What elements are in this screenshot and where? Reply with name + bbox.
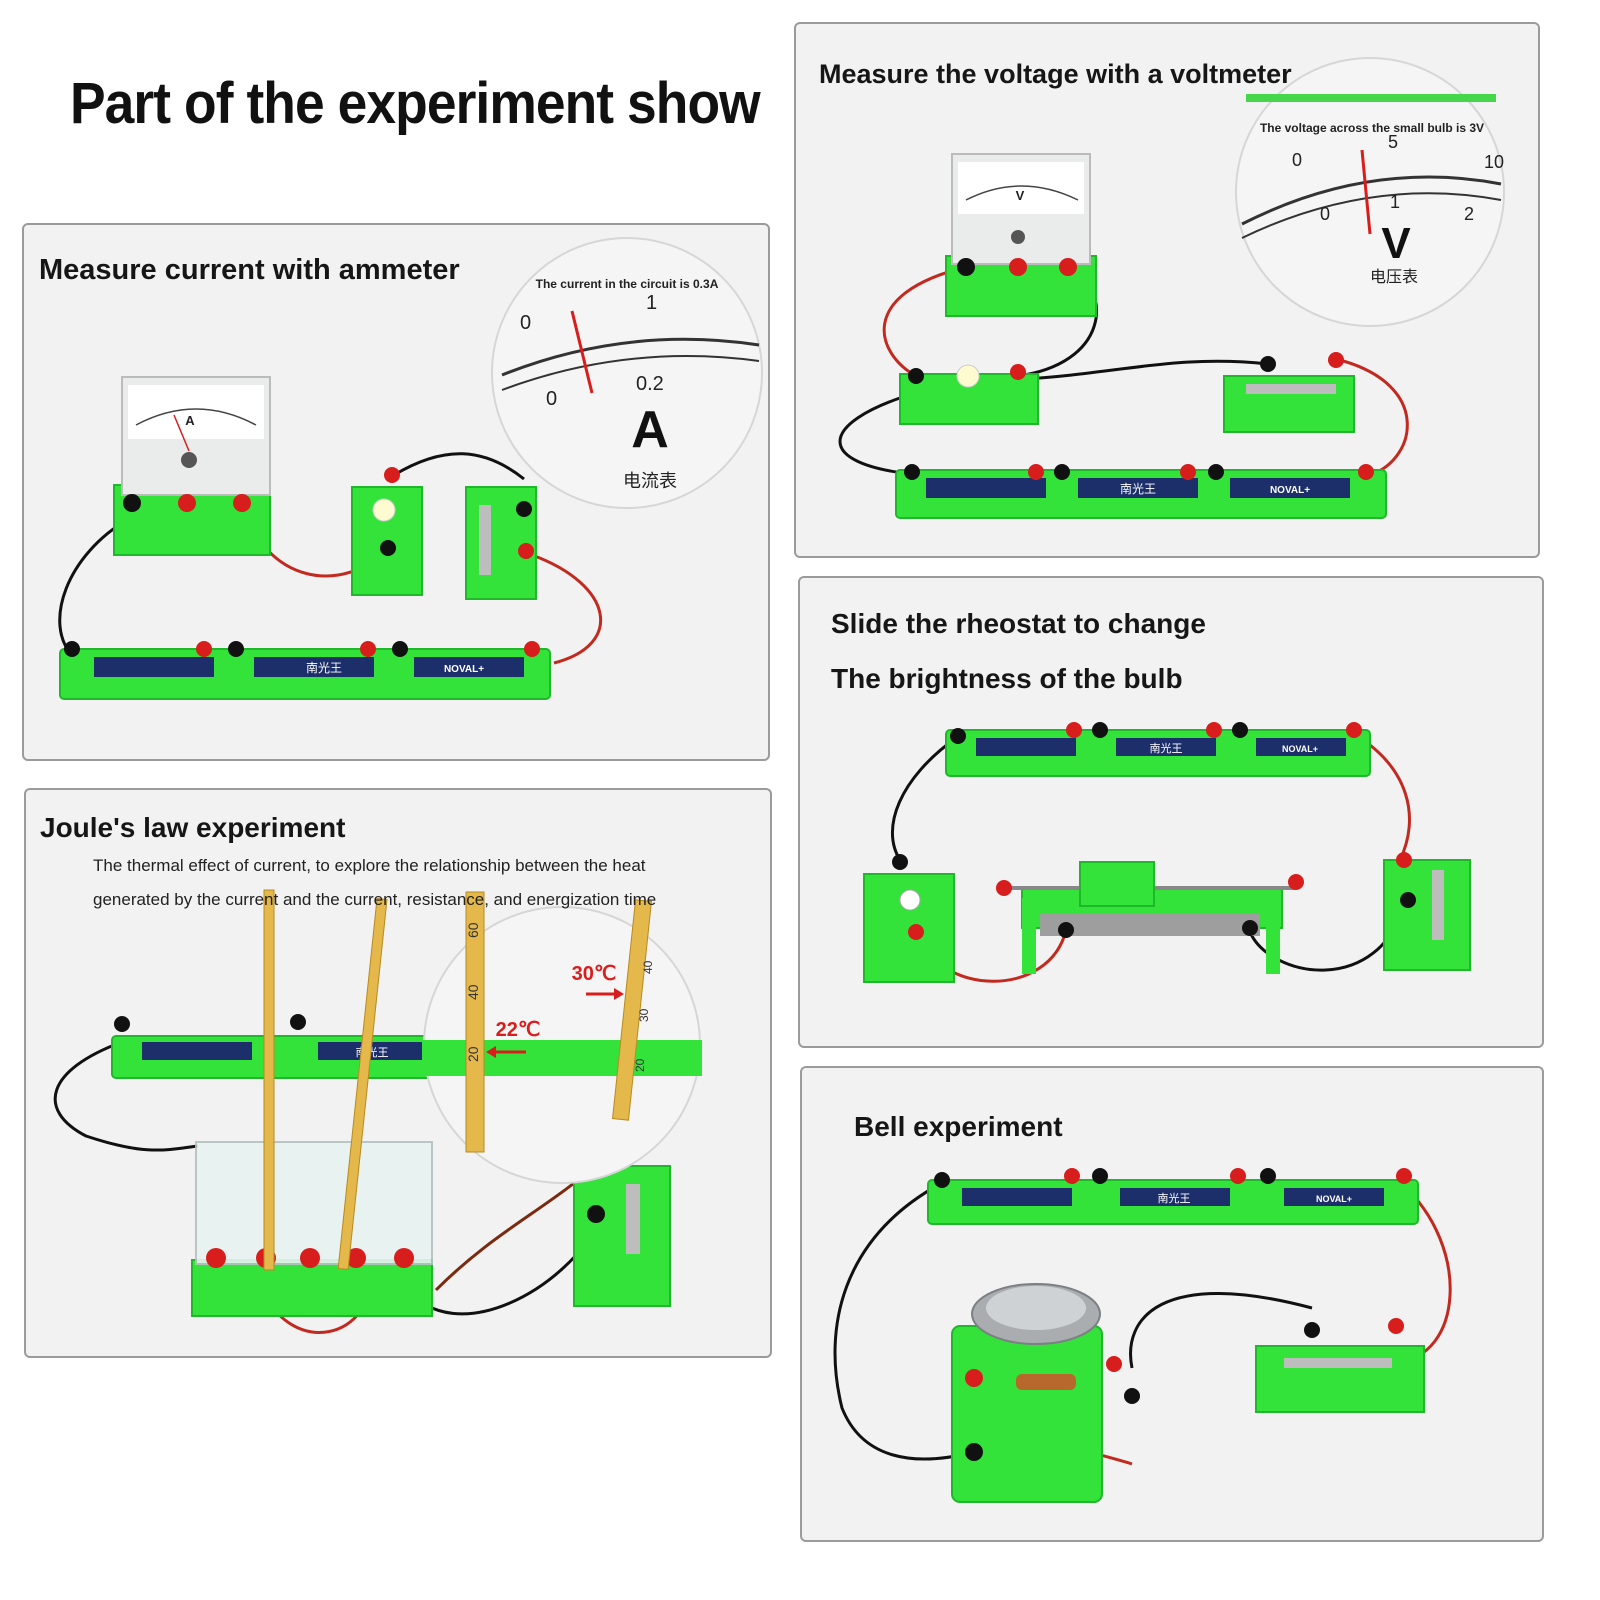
svg-text:40: 40 (465, 984, 481, 1000)
svg-text:1: 1 (1390, 192, 1400, 212)
black-wire (838, 392, 913, 476)
thermometer-right (337, 897, 388, 1271)
page-headline: Part of the experiment show (70, 71, 761, 136)
svg-text:南光王: 南光王 (306, 660, 342, 675)
switch-board (465, 486, 537, 600)
black-wire (1129, 1292, 1313, 1369)
red-wire (882, 265, 967, 378)
svg-text:20: 20 (465, 1046, 481, 1062)
black-wire (393, 452, 525, 481)
voltmeter-panel: V 南光王 NOVAL+ (794, 22, 1540, 558)
thermometer-left (263, 889, 275, 1271)
black-wire (58, 515, 133, 657)
svg-text:10: 10 (1484, 152, 1504, 172)
thermometer-zoom-view: 60 40 20 40 30 20 30℃ 22℃ (422, 891, 702, 1184)
joule-panel-description-line2: generated by the current and the current… (93, 890, 657, 909)
switch-board (1255, 1318, 1425, 1413)
bell-panel: 南光王 NOVAL+ Bell experiment (800, 1066, 1544, 1542)
bulb-board (863, 854, 955, 983)
svg-text:南光王: 南光王 (1120, 481, 1156, 496)
bell-panel-title: Bell experiment (854, 1111, 1063, 1142)
svg-text:0: 0 (520, 312, 531, 334)
joule-circuit-illustration: 南光王 60 40 (53, 889, 702, 1334)
ammeter-zoom-view: The current in the circuit is 0.3A 0 1 0… (491, 237, 763, 509)
svg-text:A: A (631, 401, 669, 459)
bulb-board (899, 364, 1039, 425)
svg-text:NOVAL+: NOVAL+ (1282, 744, 1318, 754)
rheostat-device (996, 861, 1304, 974)
ammeter-panel-title: Measure current with ammeter (39, 254, 460, 286)
voltmeter-circuit-illustration: V 南光王 NOVAL+ (838, 57, 1505, 519)
battery-holder: 南光王 NOVAL+ (59, 641, 551, 700)
svg-text:5: 5 (1388, 132, 1398, 152)
svg-text:60: 60 (465, 922, 481, 938)
svg-text:NOVAL+: NOVAL+ (444, 664, 484, 675)
svg-text:The voltage across the small b: The voltage across the small bulb is 3V (1260, 121, 1484, 135)
svg-text:30℃: 30℃ (572, 963, 617, 985)
rheostat-panel-title-line2: The brightness of the bulb (831, 663, 1183, 694)
joule-panel-description-line1: The thermal effect of current, to explor… (93, 856, 646, 875)
svg-text:V: V (1381, 219, 1411, 268)
svg-text:NOVAL+: NOVAL+ (1270, 485, 1310, 496)
red-wire (1353, 732, 1411, 861)
ammeter-circuit-illustration: A 南光王 NOVAL+ (58, 237, 763, 700)
svg-text:A: A (185, 413, 195, 428)
switch-board (1223, 352, 1355, 433)
svg-text:电流表: 电流表 (623, 471, 677, 491)
svg-text:30: 30 (637, 1008, 651, 1022)
svg-text:南光王: 南光王 (1158, 1191, 1191, 1205)
electric-bell (951, 1283, 1140, 1503)
ammeter-device: A (113, 376, 271, 556)
switch-board (1383, 852, 1471, 971)
svg-text:V: V (1016, 188, 1025, 203)
joule-panel: 南光王 60 40 (24, 788, 772, 1358)
svg-text:20: 20 (633, 1058, 647, 1072)
ammeter-panel: A 南光王 NOVAL+ (22, 223, 770, 761)
bell-circuit-illustration: 南光王 NOVAL+ (833, 1168, 1452, 1503)
black-wire (833, 1182, 975, 1461)
svg-text:电压表: 电压表 (1370, 268, 1418, 286)
bulb-board (351, 467, 423, 596)
svg-text:南光王: 南光王 (1150, 741, 1183, 755)
battery-holder: 南光王 NOVAL+ (895, 464, 1387, 519)
svg-text:0: 0 (546, 388, 557, 410)
voltmeter-panel-title: Measure the voltage with a voltmeter (819, 59, 1292, 89)
red-wire (531, 553, 603, 665)
heating-resistor-box (191, 1141, 433, 1317)
svg-text:40: 40 (641, 960, 655, 974)
rheostat-panel: 南光王 NOVAL+ (798, 576, 1544, 1048)
joule-panel-title: Joule's law experiment (40, 812, 346, 843)
black-wire (890, 736, 957, 861)
svg-text:2: 2 (1464, 204, 1474, 224)
voltmeter-zoom-view: The voltage across the small bulb is 3V … (1235, 57, 1505, 327)
svg-text:NOVAL+: NOVAL+ (1316, 1194, 1352, 1204)
black-wire (1023, 359, 1269, 381)
battery-holder: 南光王 NOVAL+ (945, 722, 1371, 777)
svg-text:0: 0 (1292, 150, 1302, 170)
svg-text:0: 0 (1320, 204, 1330, 224)
battery-holder: 南光王 NOVAL+ (927, 1168, 1419, 1225)
red-wire (1335, 357, 1409, 478)
svg-text:1: 1 (646, 292, 657, 314)
black-wire (53, 1040, 199, 1152)
rheostat-panel-title-line1: Slide the rheostat to change (831, 608, 1206, 639)
voltmeter-device: V (945, 153, 1097, 317)
svg-text:22℃: 22℃ (496, 1019, 541, 1041)
svg-text:0.2: 0.2 (636, 373, 664, 395)
rheostat-circuit-illustration: 南光王 NOVAL+ (863, 722, 1471, 983)
svg-text:The current in the circuit is: The current in the circuit is 0.3A (536, 277, 719, 291)
